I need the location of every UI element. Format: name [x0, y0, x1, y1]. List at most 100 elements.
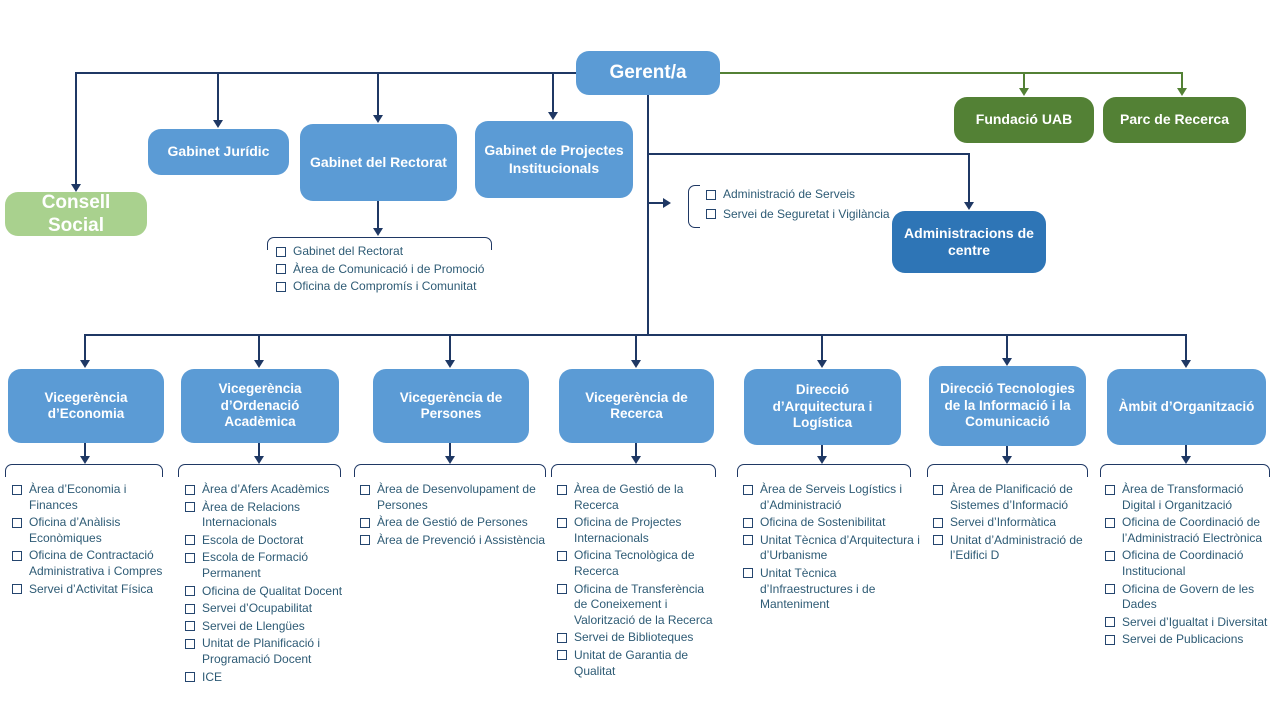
list-item: Escola de Doctorat	[185, 533, 345, 549]
arrow-down-icon	[817, 456, 827, 464]
list-item-label: Escola de Formació Permanent	[202, 550, 309, 580]
list-item-label: Oficina Tecnològica de Recerca	[574, 548, 695, 578]
arrow-down-icon	[1002, 456, 1012, 464]
list-item: Unitat Tècnica d’Arquitectura i d’Urbani…	[743, 533, 921, 564]
connector-drop-list	[1006, 446, 1008, 456]
checkbox-bullet-icon	[1105, 517, 1115, 528]
list-item-label: Servei d’Activitat Física	[29, 581, 154, 596]
unit-list-organitzacio: Àrea de Transformació Digital i Organitz…	[1105, 482, 1273, 648]
connector-line-top-right-green	[720, 72, 1182, 74]
unit-list-arquitectura-logistica: Àrea de Serveis Logístics i d’Administra…	[743, 482, 921, 613]
list-item-label: Oficina de Govern de les Dades	[1122, 581, 1255, 612]
arrow-down-icon	[817, 360, 827, 368]
connector-line-juridic	[217, 72, 219, 120]
connector-line-consell	[75, 72, 77, 184]
list-item-label: Oficina de Projectes Internacionals	[574, 515, 682, 545]
list-item: Servei de Seguretat i Vigilància	[706, 207, 906, 223]
connector-line-parc	[1181, 72, 1183, 88]
list-item: Servei de Biblioteques	[557, 630, 720, 646]
node-consell-social: Consell Social	[5, 192, 147, 236]
list-item-label: Àrea de Planificació de Sistemes d’Infor…	[950, 482, 1073, 512]
checkbox-bullet-icon	[360, 517, 370, 528]
list-bracket	[551, 464, 716, 477]
checkbox-bullet-icon	[12, 550, 22, 561]
node-gabinet-juridic: Gabinet Jurídic	[148, 129, 289, 175]
node-gerent: Gerent/a	[576, 51, 720, 95]
list-item-label: Oficina d’Anàlisis Econòmiques	[29, 515, 121, 545]
checkbox-bullet-icon	[12, 517, 22, 528]
connector-drop	[84, 334, 86, 360]
connector-line-rectorat-list	[377, 201, 379, 228]
connector-drop	[635, 334, 637, 360]
list-item-label: Oficina de Contractació Administrativa i…	[29, 548, 163, 578]
list-item: Servei de Llengües	[185, 619, 345, 635]
list-item: Unitat de Planificació i Programació Doc…	[185, 636, 345, 667]
checkbox-bullet-icon	[743, 535, 753, 546]
checkbox-bullet-icon	[557, 584, 567, 595]
arrow-down-icon	[213, 120, 223, 128]
list-item: Àrea de Transformació Digital i Organitz…	[1105, 482, 1273, 513]
list-item-label: Oficina de Sostenibilitat	[760, 515, 886, 530]
checkbox-bullet-icon	[185, 502, 195, 513]
list-bracket	[178, 464, 341, 477]
checkbox-bullet-icon	[185, 603, 195, 614]
arrow-down-icon	[80, 456, 90, 464]
list-item-label: Àrea d’Afers Acadèmics	[202, 482, 330, 496]
arrow-right-icon	[663, 198, 671, 208]
list-item: Unitat de Garantia de Qualitat	[557, 648, 720, 679]
list-item-label: Àrea de Gestió de la Recerca	[574, 482, 684, 512]
list-item: Escola de Formació Permanent	[185, 550, 345, 581]
list-item: Servei d’Activitat Física	[12, 582, 164, 598]
connector-drop-list	[635, 443, 637, 456]
list-item-label: Unitat de Garantia de Qualitat	[574, 647, 689, 678]
checkbox-bullet-icon	[185, 586, 195, 597]
list-item: Oficina de Qualitat Docent	[185, 584, 345, 600]
node-gabinet-rectorat: Gabinet del Rectorat	[300, 124, 457, 201]
checkbox-bullet-icon	[557, 650, 567, 661]
checkbox-bullet-icon	[360, 484, 370, 495]
checkbox-bullet-icon	[743, 568, 753, 579]
arrow-down-icon	[254, 360, 264, 368]
checkbox-bullet-icon	[557, 517, 567, 528]
arrow-down-icon	[254, 456, 264, 464]
list-item: Àrea d’Afers Acadèmics	[185, 482, 345, 498]
list-item-label: Àrea de Relacions Internacionals	[202, 499, 301, 530]
list-item-label: Unitat Tècnica d’Arquitectura i d’Urbani…	[760, 532, 920, 563]
list-item-label: Àrea de Comunicació i de Promoció	[293, 261, 485, 276]
list-item-label: Àrea de Desenvolupament de Persones	[377, 482, 536, 512]
connector-drop-list	[821, 445, 823, 456]
list-item: Oficina de Govern de les Dades	[1105, 582, 1273, 613]
connector-drop-list	[1185, 445, 1187, 456]
list-item-label: Servei d’Informàtica	[950, 515, 1057, 530]
list-item: Àrea de Serveis Logístics i d’Administra…	[743, 482, 921, 513]
list-item-label: Àrea de Transformació Digital i Organitz…	[1122, 482, 1244, 512]
checkbox-bullet-icon	[360, 535, 370, 546]
list-item: Oficina de Coordinació de l’Administraci…	[1105, 515, 1273, 546]
list-item-label: Àrea de Prevenció i Assistència	[377, 532, 546, 547]
connector-drop	[1006, 334, 1008, 360]
list-item: Àrea de Desenvolupament de Persones	[360, 482, 546, 513]
list-item-label: Servei de Seguretat i Vigilància	[723, 206, 890, 221]
checkbox-bullet-icon	[933, 484, 943, 495]
list-bracket	[354, 464, 546, 477]
node-administracions-centre: Administracions de centre	[892, 211, 1046, 273]
list-item-label: Unitat Tècnica d’Infraestructures i de M…	[760, 565, 876, 612]
list-item: Oficina de Contractació Administrativa i…	[12, 548, 164, 579]
arrow-down-icon	[71, 184, 81, 192]
list-bracket	[927, 464, 1088, 477]
connector-drop-list	[449, 443, 451, 456]
arrow-down-icon	[1177, 88, 1187, 96]
checkbox-bullet-icon	[185, 484, 195, 495]
arrow-down-icon	[1181, 456, 1191, 464]
list-item: Àrea d’Economia i Finances	[12, 482, 164, 513]
node-vicegerencia-recerca: Vicegerència de Recerca	[559, 369, 714, 443]
list-item: Unitat Tècnica d’Infraestructures i de M…	[743, 566, 921, 613]
checkbox-bullet-icon	[12, 584, 22, 595]
list-item-label: Oficina de Transferència de Coneixement …	[574, 581, 713, 627]
arrow-down-icon	[1002, 358, 1012, 366]
list-item-label: ICE	[202, 669, 223, 684]
unit-list-tic: Àrea de Planificació de Sistemes d’Infor…	[933, 482, 1089, 564]
list-item-label: Servei d’Igualtat i Diversitat	[1122, 614, 1268, 629]
